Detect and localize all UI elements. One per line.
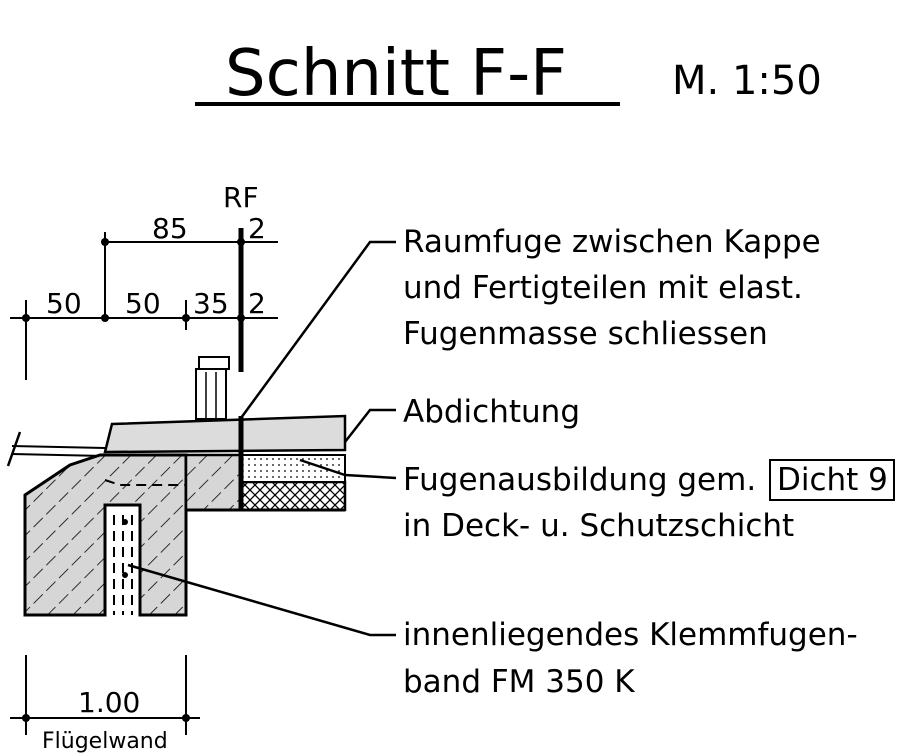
note-deckschicht: in Deck- u. Schutzschicht [403, 508, 794, 544]
note-raumfuge-line2: und Fertigteilen mit elast. [403, 270, 803, 306]
note-abdichtung: Abdichtung [403, 394, 580, 430]
rf-label: RF [223, 181, 259, 214]
deck-hatched-part [184, 453, 243, 512]
note-dicht-9: Dicht 9 [777, 462, 888, 498]
dim-50-b: 50 [125, 287, 161, 320]
deck-protective-layer [239, 480, 347, 512]
wing-wall-label: Flügelwand [42, 729, 168, 754]
note-fugenausbildung: Fugenausbildung gem. [403, 462, 756, 498]
leader-lines [127, 240, 397, 637]
concrete-cap [103, 414, 347, 454]
road-surface [11, 445, 106, 457]
dim-35: 35 [193, 287, 229, 320]
note-raumfuge-line3: Fugenmasse schliessen [403, 316, 768, 352]
dim-50-a: 50 [46, 287, 82, 320]
dim-2-row: 2 [248, 287, 266, 320]
note-raumfuge-line1: Raumfuge zwischen Kappe [403, 224, 821, 260]
dimension-chains: RF 85 2 50 50 35 2 [10, 181, 278, 380]
note-klemmfugenband-line2: band FM 350 K [403, 664, 635, 700]
drawing-scale: M. 1:50 [672, 58, 822, 104]
railing-post [195, 356, 230, 420]
bottom-dimension: 1.00 Flügelwand [10, 655, 200, 754]
dim-2-top: 2 [248, 212, 266, 245]
wing-wall [23, 453, 188, 617]
dim-1-00: 1.00 [78, 686, 140, 719]
dicht-box [769, 459, 895, 501]
note-klemmfugenband-line1: innenliegendes Klemmfugen- [403, 617, 858, 653]
drawing-title: Schnitt F-F [225, 37, 567, 111]
dim-85: 85 [152, 212, 188, 245]
